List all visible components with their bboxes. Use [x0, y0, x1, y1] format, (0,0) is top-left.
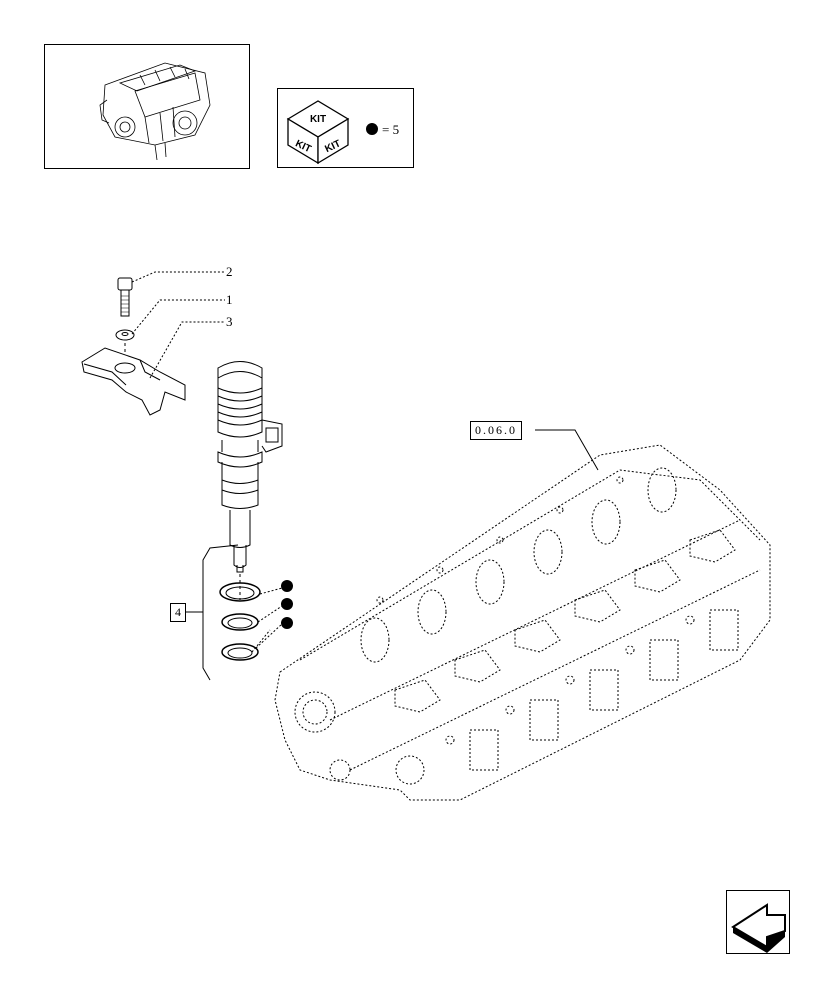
callout-3: 3	[226, 314, 233, 329]
screw-part	[117, 277, 133, 317]
clamp-bracket-part	[81, 347, 186, 416]
reference-callout[interactable]: 0.06.0	[470, 421, 522, 440]
engine-thumbnail	[99, 62, 211, 161]
kit-dot-1	[281, 580, 293, 592]
washer-part	[115, 329, 135, 341]
next-page-button[interactable]	[726, 890, 790, 954]
engine-thumbnail-frame	[44, 44, 250, 169]
next-page-arrow-icon	[731, 903, 786, 953]
seal-ring-2	[221, 613, 259, 631]
legend-equals-text: = 5	[382, 122, 399, 137]
seal-ring-3	[221, 629, 271, 661]
callout-4: 4	[170, 603, 186, 622]
kit-dot-3	[281, 617, 293, 629]
kit-dot-2	[281, 598, 293, 610]
kit-legend-box: KIT KIT KIT = 5	[277, 88, 414, 168]
callout-1: 1	[226, 292, 233, 307]
cylinder-head-part	[274, 444, 771, 801]
callout-2: 2	[226, 264, 233, 279]
kit-top-text: KIT	[310, 114, 326, 125]
black-dot-icon	[366, 123, 378, 135]
injector-part	[217, 361, 283, 573]
kit-cube-icon: KIT KIT KIT = 5	[286, 100, 399, 165]
seal-ring-1	[219, 582, 261, 602]
